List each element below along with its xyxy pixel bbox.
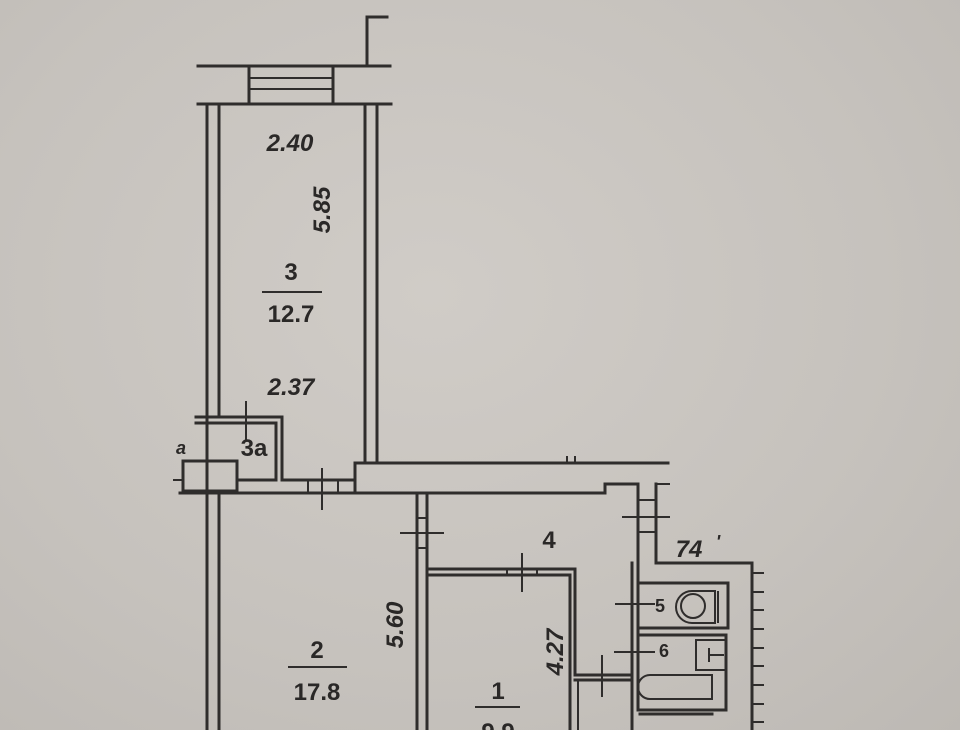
room-6-number: 6: [659, 641, 669, 661]
room-3-length: 5.85: [309, 186, 336, 233]
toilet-icon: [680, 593, 706, 619]
room-3-width-bottom: 2.37: [267, 374, 316, 401]
corridor-walls: [178, 456, 754, 730]
closet-3a-walls: [173, 401, 354, 493]
bathroom-walls: [614, 561, 730, 730]
room-5-number: 5: [655, 596, 665, 616]
balcony: [196, 15, 393, 106]
bathroom-room: [636, 633, 728, 712]
marker-a: а: [176, 438, 186, 458]
room-1-walls: [400, 491, 634, 730]
room-3a-number: 3а: [241, 435, 268, 462]
room-2-number: 2: [310, 637, 323, 664]
room-3-area: 12.7: [268, 301, 315, 328]
sink-icon: [695, 639, 727, 671]
room-1-area: 9.9: [481, 719, 514, 730]
outer-wall-ticks: [752, 572, 764, 723]
bathtub-icon: [637, 674, 713, 700]
room-4-number: 4: [542, 527, 556, 554]
apartment-mark: ': [716, 532, 721, 552]
room-3-number: 3: [284, 259, 297, 286]
room-2-area: 17.8: [294, 679, 341, 706]
toilet-room: [636, 581, 730, 630]
room-1-length: 4.27: [542, 627, 569, 676]
room-3-width-top: 2.40: [266, 130, 314, 157]
room-2-length: 5.60: [382, 601, 409, 648]
room-1-number: 1: [491, 678, 504, 705]
apartment-number: 74: [676, 536, 703, 563]
